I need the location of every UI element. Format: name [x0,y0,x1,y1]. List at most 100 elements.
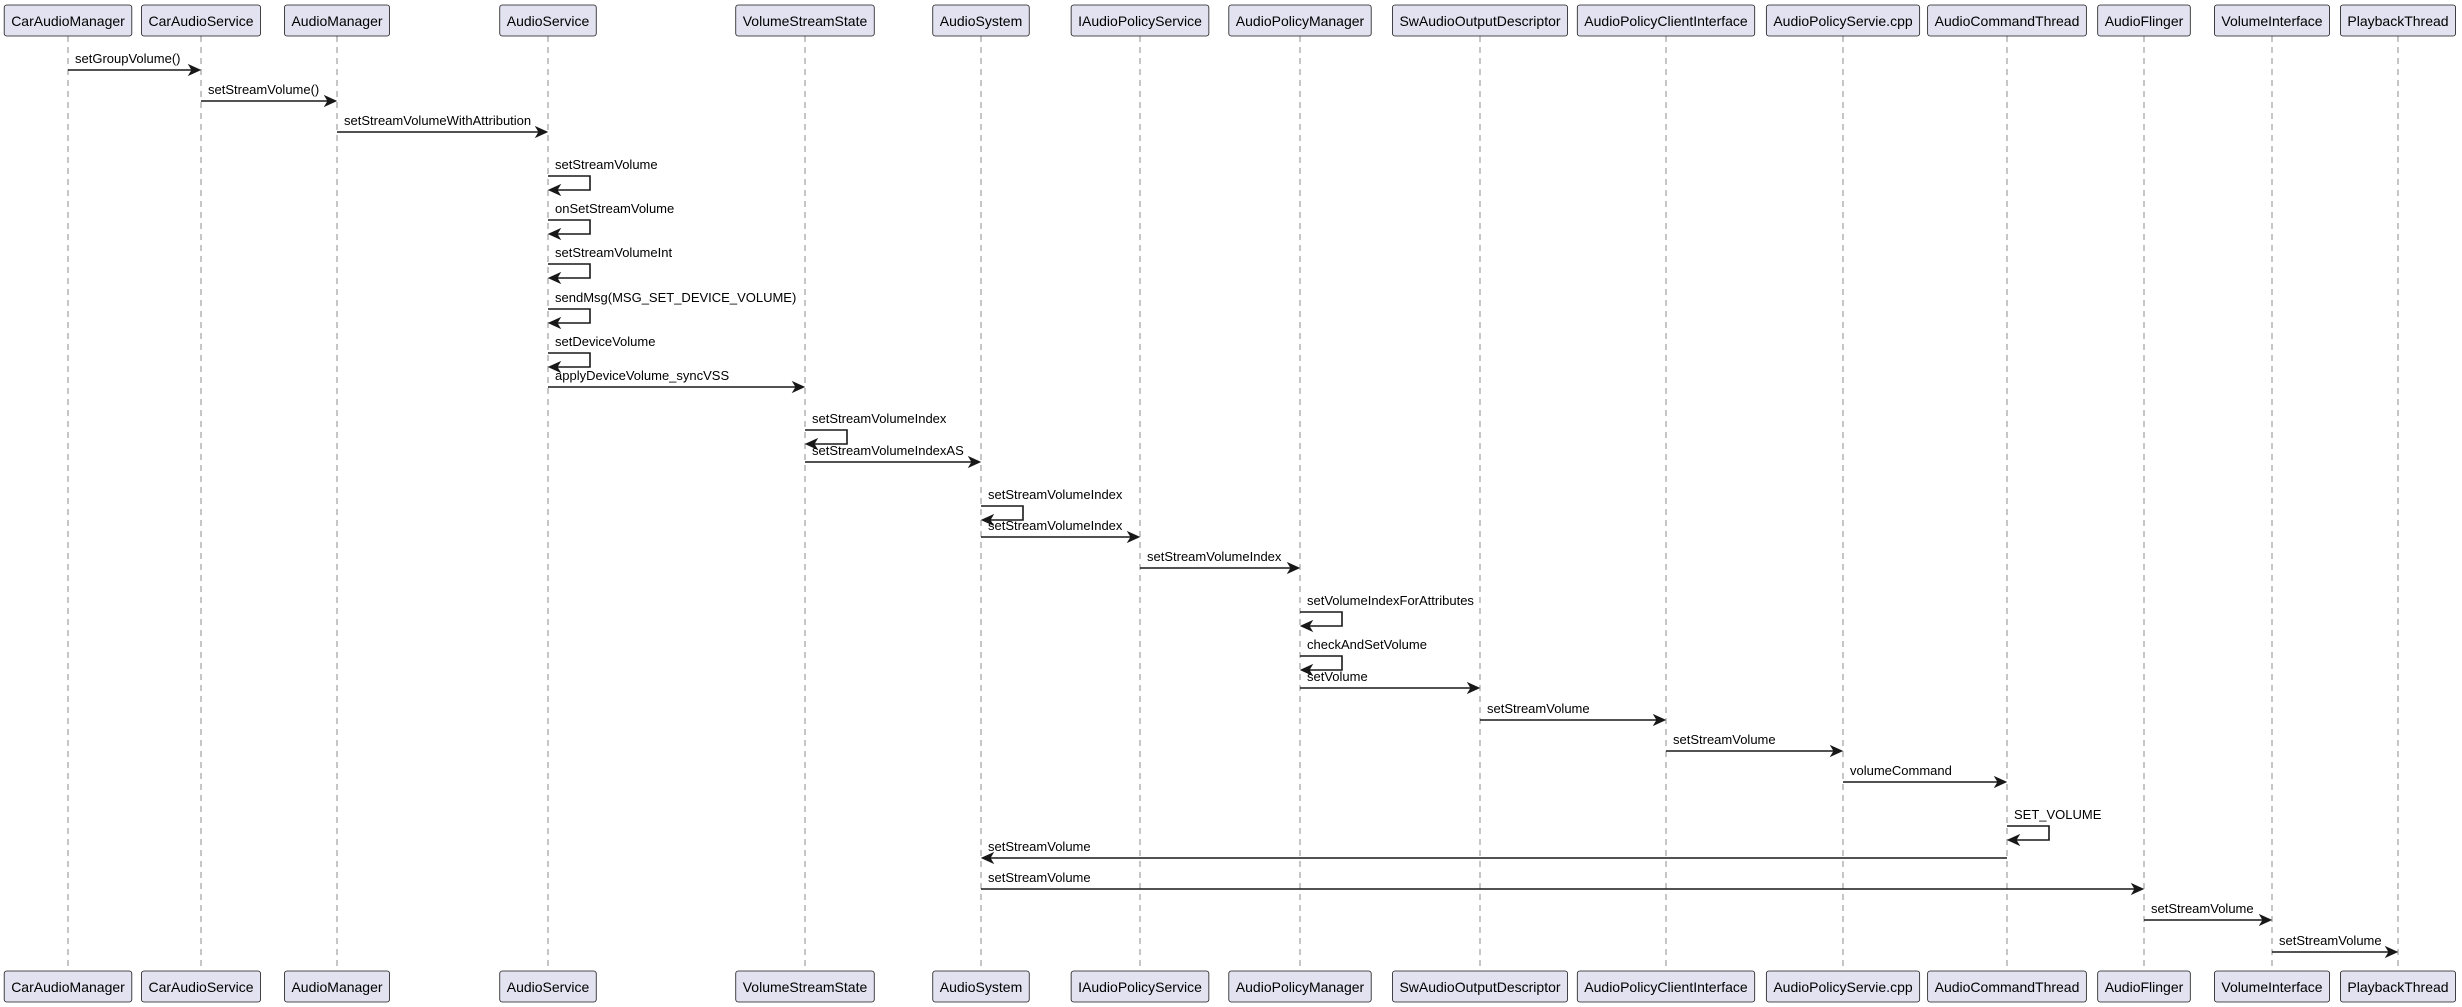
message-label: setStreamVolumeIndex [988,518,1123,533]
self-message: setStreamVolumeIndex [980,487,1123,527]
message: setStreamVolume [2144,901,2273,927]
message-line [2007,825,2050,841]
self-message: onSetStreamVolume [547,201,674,241]
message: setVolume [1300,669,1481,695]
message-label: setStreamVolume() [208,82,319,97]
participant-box [2214,4,2330,37]
participant-top-playback-thread[interactable]: PlaybackThread [2340,4,2456,37]
participant-bottom-car-audio-manager[interactable]: CarAudioManager [3,970,133,1003]
participant-box [1927,970,2087,1003]
participant-bottom-sw-audio-output-descriptor[interactable]: SwAudioOutputDescriptor [1392,970,1568,1003]
message-label: applyDeviceVolume_syncVSS [555,368,729,383]
participant-box [3,970,133,1003]
arrow-head [534,125,549,139]
participant-bottom-volume-stream-state[interactable]: VolumeStreamState [735,970,875,1003]
self-message: setDeviceVolume [547,334,655,374]
participant-top-sw-audio-output-descriptor[interactable]: SwAudioOutputDescriptor [1392,4,1568,37]
participant-label: VolumeInterface [2221,979,2322,995]
participant-top-car-audio-manager[interactable]: CarAudioManager [3,4,133,37]
arrow-head [1466,681,1481,695]
participant-label: AudioFlinger [2105,13,2184,29]
participant-box [932,970,1030,1003]
participant-label: VolumeStreamState [743,13,868,29]
message-label: volumeCommand [1850,763,1952,778]
participant-bottom-audio-service[interactable]: AudioService [499,970,597,1003]
arrow-head [980,513,995,527]
participant-box [2340,4,2456,37]
message: setStreamVolume [980,839,2007,865]
participant-bottom-iaudio-policy-service[interactable]: IAudioPolicyService [1070,970,1210,1003]
message-label: setStreamVolumeIndex [812,411,947,426]
participant-box [2097,4,2191,37]
participant-top-audio-manager[interactable]: AudioManager [284,4,390,37]
participant-bottom-audio-policy-servie-cpp[interactable]: AudioPolicyServie.cpp [1765,970,1921,1003]
participant-top-audio-flinger[interactable]: AudioFlinger [2097,4,2191,37]
message: volumeCommand [1843,763,2008,789]
participant-top-volume-interface[interactable]: VolumeInterface [2214,4,2330,37]
participant-label: AudioManager [291,979,382,995]
participant-top-audio-system[interactable]: AudioSystem [932,4,1030,37]
arrow-head [2258,913,2273,927]
message-label: checkAndSetVolume [1307,637,1427,652]
participant-label: AudioPolicyClientInterface [1584,979,1748,995]
participant-bottom-audio-manager[interactable]: AudioManager [284,970,390,1003]
arrow-head [547,227,562,241]
message-label: onSetStreamVolume [555,201,674,216]
participant-bottom-playback-thread[interactable]: PlaybackThread [2340,970,2456,1003]
participant-label: PlaybackThread [2347,13,2448,29]
participant-bottom-audio-policy-manager[interactable]: AudioPolicyManager [1228,970,1372,1003]
message-line [548,263,591,279]
message-line [548,352,591,368]
participant-top-audio-policy-manager[interactable]: AudioPolicyManager [1228,4,1372,37]
participant-box [1228,4,1372,37]
participant-top-audio-policy-servie-cpp[interactable]: AudioPolicyServie.cpp [1765,4,1921,37]
participant-label: VolumeInterface [2221,13,2322,29]
participant-bottom-car-audio-service[interactable]: CarAudioService [141,970,261,1003]
participant-top-audio-policy-client-interface[interactable]: AudioPolicyClientInterface [1576,4,1756,37]
participant-bottom-audio-command-thread[interactable]: AudioCommandThread [1927,970,2087,1003]
participant-box [284,970,390,1003]
participant-label: PlaybackThread [2347,979,2448,995]
participant-box [2214,970,2330,1003]
message: setStreamVolumeIndex [1140,549,1301,575]
participant-bottom-audio-system[interactable]: AudioSystem [932,970,1030,1003]
participant-label: AudioService [507,979,590,995]
participant-bottom-audio-policy-client-interface[interactable]: AudioPolicyClientInterface [1576,970,1756,1003]
participant-top-volume-stream-state[interactable]: VolumeStreamState [735,4,875,37]
self-message: setStreamVolume [547,157,658,197]
participant-top-audio-service[interactable]: AudioService [499,4,597,37]
participant-box [735,4,875,37]
participants-bottom: CarAudioManager CarAudioService AudioManag… [3,970,2456,1003]
message: applyDeviceVolume_syncVSS [548,368,806,394]
participant-box [499,970,597,1003]
participant-label: SwAudioOutputDescriptor [1399,13,1560,29]
arrow-head [2006,833,2021,847]
message: setStreamVolume [1666,732,1844,758]
participant-top-car-audio-service[interactable]: CarAudioService [141,4,261,37]
participant-label: CarAudioService [148,979,253,995]
participant-top-iaudio-policy-service[interactable]: IAudioPolicyService [1070,4,1210,37]
message-label: setStreamVolume [555,157,658,172]
message-label: setStreamVolume [1673,732,1776,747]
participant-bottom-volume-interface[interactable]: VolumeInterface [2214,970,2330,1003]
participant-box [2097,970,2191,1003]
arrow-head [1652,713,1667,727]
message: setStreamVolume [2272,933,2399,959]
message-line [1300,611,1343,627]
arrow-head [547,271,562,285]
arrow-head [1993,775,2008,789]
participant-label: CarAudioManager [11,979,125,995]
message: setStreamVolumeIndex [981,518,1141,544]
participant-box [1576,4,1756,37]
message-line [548,308,591,324]
self-message: sendMsg(MSG_SET_DEVICE_VOLUME) [547,290,796,330]
participant-bottom-audio-flinger[interactable]: AudioFlinger [2097,970,2191,1003]
message-label: setStreamVolume [988,870,1091,885]
self-message: SET_VOLUME [2006,807,2102,847]
message: setStreamVolumeWithAttribution [337,113,549,139]
arrow-head [547,360,562,374]
participant-top-audio-command-thread[interactable]: AudioCommandThread [1927,4,2087,37]
message-label: setDeviceVolume [555,334,655,349]
participant-box [1765,4,1921,37]
